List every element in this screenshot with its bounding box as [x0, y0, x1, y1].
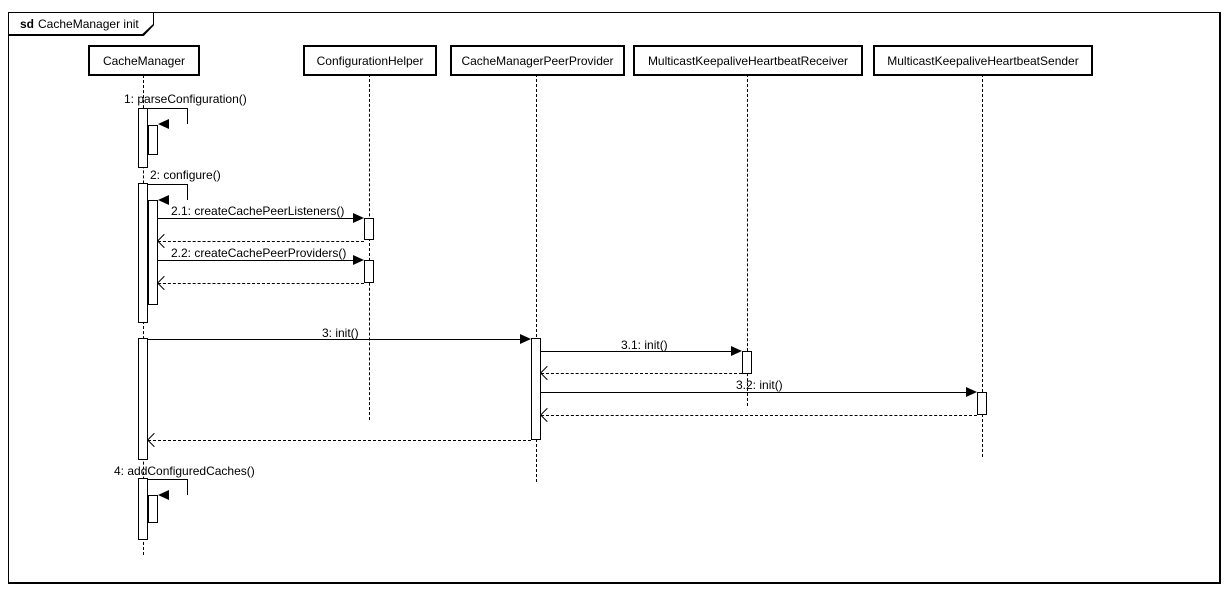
- message-arrow-3-1: [541, 351, 731, 352]
- message-arrow-3-2: [541, 392, 966, 393]
- lifeline-configurationhelper: [369, 74, 370, 420]
- return-arrow-2-1: [158, 241, 364, 242]
- return-arrow-3: [148, 440, 531, 441]
- message-arrow-1: [148, 108, 188, 124]
- message-label-2-1: 2.1: createCachePeerListeners(): [171, 204, 345, 218]
- frame-keyword: sd: [20, 16, 35, 31]
- message-label-2-2: 2.2: createCachePeerProviders(): [171, 246, 347, 260]
- arrowhead-2-2: [353, 255, 364, 265]
- participant-label: CacheManager: [102, 53, 186, 68]
- arrowhead-2-1: [353, 213, 364, 223]
- arrowhead-1: [158, 119, 169, 129]
- participant-label: CacheManagerPeerProvider: [461, 53, 614, 68]
- activation-sender-init: [977, 392, 987, 415]
- return-arrow-3-2: [541, 415, 977, 416]
- message-label-4: 4: addConfiguredCaches(): [114, 464, 255, 478]
- frame-label-pentagon: sd CacheManager init: [8, 12, 154, 36]
- message-label-3: 3: init(): [322, 326, 359, 340]
- participant-multicastkeepaliveheartbeatreceiver: MulticastKeepaliveHeartbeatReceiver: [633, 45, 863, 76]
- message-arrow-3: [148, 339, 520, 340]
- message-label-2: 2: configure(): [150, 168, 221, 182]
- lifeline-cachemanagerpeerprovider: [536, 74, 537, 482]
- message-label-3-2: 3.2: init(): [736, 378, 783, 392]
- activation-msg2-nested: [148, 200, 158, 305]
- message-arrow-2: [148, 184, 188, 200]
- activation-msg4-nested: [148, 495, 158, 523]
- participant-cachemanagerpeerprovider: CacheManagerPeerProvider: [450, 45, 625, 76]
- arrowhead-3-1: [731, 346, 742, 356]
- activation-msg1-nested: [148, 125, 158, 155]
- lifeline-multicastkeepaliveheartbeatreceiver: [747, 74, 748, 406]
- frame-title: CacheManager init: [38, 16, 139, 31]
- activation-receiver-init: [742, 351, 752, 374]
- activation-msg2-outer: [138, 183, 148, 323]
- lifeline-multicastkeepaliveheartbeatsender: [982, 74, 983, 457]
- arrowhead-3: [520, 334, 531, 344]
- arrowhead-2: [158, 195, 169, 205]
- activation-createcachepeerlisteners: [364, 218, 374, 240]
- frame-label: sd CacheManager init: [9, 13, 153, 34]
- participant-cachemanager: CacheManager: [88, 45, 200, 76]
- message-arrow-4: [148, 479, 188, 495]
- activation-msg1-outer: [138, 108, 148, 168]
- message-label-1: 1: parseConfiguration(): [124, 92, 247, 106]
- message-arrow-2-1: [158, 218, 353, 219]
- arrowhead-3-2: [966, 387, 977, 397]
- message-arrow-2-2: [158, 260, 353, 261]
- participant-multicastkeepaliveheartbeatsender: MulticastKeepaliveHeartbeatSender: [873, 45, 1093, 76]
- activation-msg3-caller: [138, 338, 148, 460]
- return-arrow-2-2: [158, 283, 364, 284]
- activation-msg4-outer: [138, 478, 148, 540]
- participant-label: MulticastKeepaliveHeartbeatReceiver: [647, 53, 849, 68]
- diagram-frame: [8, 12, 1221, 584]
- return-arrow-3-1: [541, 373, 742, 374]
- activation-createcachepeerproviders: [364, 260, 374, 283]
- message-label-3-1: 3.1: init(): [621, 338, 668, 352]
- participant-label: ConfigurationHelper: [316, 53, 424, 68]
- participant-label: MulticastKeepaliveHeartbeatSender: [887, 53, 1079, 68]
- activation-peerprovider-init: [531, 338, 541, 440]
- arrowhead-4: [158, 490, 169, 500]
- participant-configurationhelper: ConfigurationHelper: [303, 45, 437, 76]
